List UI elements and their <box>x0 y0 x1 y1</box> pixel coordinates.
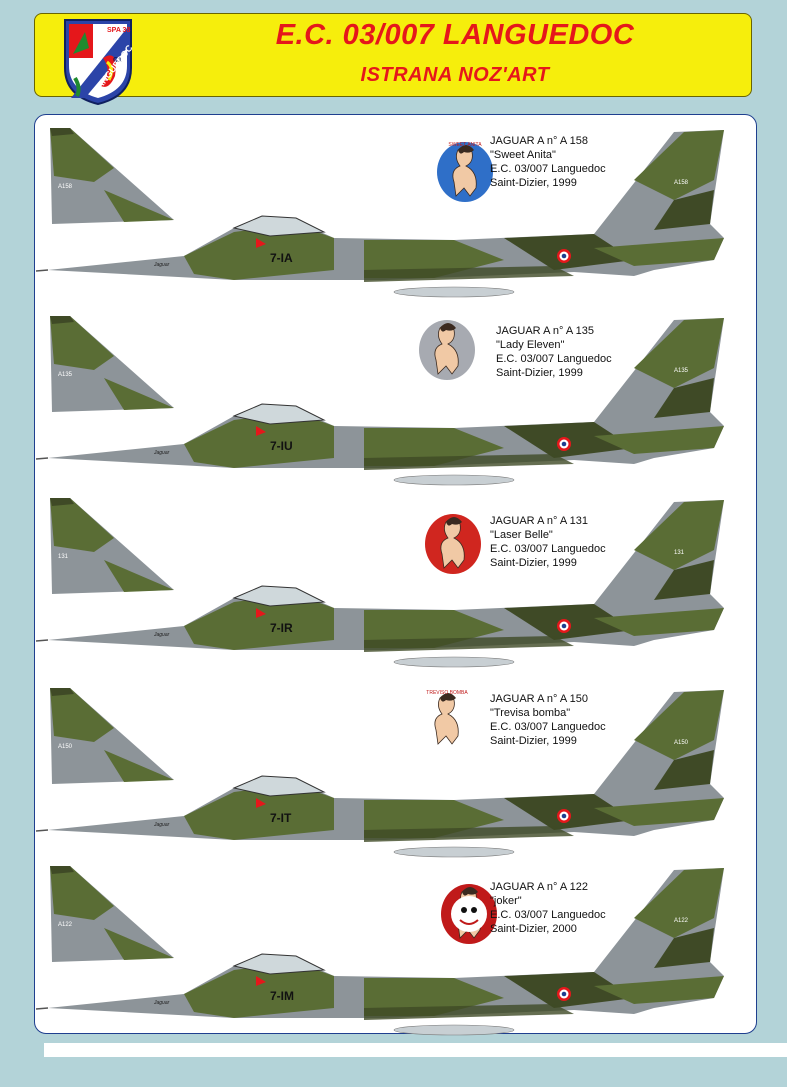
caption-line4: Saint-Dizier, 2000 <box>490 923 577 935</box>
page-subtitle: ISTRANA NOZ'ART <box>360 64 550 86</box>
caption-line4: Saint-Dizier, 1999 <box>496 367 583 379</box>
header-banner: SPA 38 C1 LANGUEDOC E.C. 03/007 LANGUEDO… <box>34 13 752 106</box>
jaguar-profile-3: 131 7-IR Jaguar 131 <box>35 498 724 668</box>
caption-line2: "Lady Eleven" <box>496 339 565 351</box>
aircraft-profile-4: A150 7-IT Jaguar A150 TREVI <box>34 680 757 860</box>
tail-fin-view: A158 <box>50 128 174 224</box>
fin-serial: A135 <box>58 372 73 378</box>
squadron-code: 7-IM <box>270 989 294 1003</box>
caption-line2: "Laser Belle" <box>490 529 553 541</box>
caption-line1: JAGUAR A n° A 131 <box>490 515 588 527</box>
caption-line3: E.C. 03/007 Languedoc <box>490 163 606 175</box>
nose-art-pinup-red-disc <box>418 508 488 578</box>
caption-line3: E.C. 03/007 Languedoc <box>490 721 606 733</box>
aircraft-profile-2: A135 7-IU Jaguar A135 JA <box>34 308 757 488</box>
svg-text:A122: A122 <box>674 918 689 924</box>
svg-text:Jaguar: Jaguar <box>153 822 170 828</box>
squadron-code: 7-IR <box>270 621 293 635</box>
svg-text:A158: A158 <box>674 180 689 186</box>
caption-line1: JAGUAR A n° A 158 <box>490 135 588 147</box>
aircraft-side-view: 7-IT Jaguar A150 <box>35 690 724 858</box>
nose-art-pinup-ribbon: TREVISO BOMBA <box>412 684 482 754</box>
fin-serial: A122 <box>58 922 73 928</box>
svg-text:131: 131 <box>674 550 685 556</box>
svg-text:Jaguar: Jaguar <box>153 262 170 268</box>
jaguar-profile-2: A135 7-IU Jaguar A135 <box>35 316 724 486</box>
aircraft-caption: JAGUAR A n° A 158 "Sweet Anita" E.C. 03/00… <box>490 134 606 190</box>
caption-line1: JAGUAR A n° A 122 <box>490 881 588 893</box>
svg-text:Jaguar: Jaguar <box>153 1000 170 1006</box>
caption-line2: "joker" <box>490 895 522 907</box>
caption-line3: E.C. 03/007 Languedoc <box>490 543 606 555</box>
svg-text:A150: A150 <box>674 740 689 746</box>
nose-art-pinup-grey-disc <box>412 314 482 384</box>
svg-text:TREVISO BOMBA: TREVISO BOMBA <box>426 690 468 696</box>
caption-line4: Saint-Dizier, 1999 <box>490 557 577 569</box>
tail-fin-view: A135 <box>50 316 174 412</box>
aircraft-profile-1: A158 7-IA Jaguar A158 SWEET <box>34 120 757 300</box>
squadron-code: 7-IT <box>270 811 292 825</box>
page-title: E.C. 03/007 LANGUEDOC <box>275 19 635 51</box>
svg-text:A135: A135 <box>674 368 689 374</box>
caption-line2: "Sweet Anita" <box>490 149 556 161</box>
tail-fin-view: A150 <box>50 688 174 784</box>
nose-art-joker-badge <box>434 878 504 948</box>
aircraft-caption: JAGUAR A n° A 135 "Lady Eleven" E.C. 03/00… <box>496 324 612 380</box>
svg-text:SWEET ANITA: SWEET ANITA <box>448 142 482 148</box>
aircraft-side-view: 7-IU Jaguar A135 <box>35 318 724 486</box>
squadron-code: 7-IU <box>270 439 293 453</box>
caption-line2: "Trevisa bomba" <box>490 707 571 719</box>
squadron-code: 7-IA <box>270 251 293 265</box>
caption-line4: Saint-Dizier, 1999 <box>490 735 577 747</box>
crest-side-text: C1 <box>113 57 122 64</box>
svg-text:Jaguar: Jaguar <box>153 450 170 456</box>
fin-serial: 131 <box>58 554 69 560</box>
crest-top-text: SPA 38 <box>107 27 130 34</box>
jaguar-profile-4: A150 7-IT Jaguar A150 <box>35 688 724 858</box>
jaguar-profile-5: A122 7-IM Jaguar A122 <box>35 866 724 1036</box>
aircraft-side-view: 7-IM Jaguar A122 <box>35 868 724 1036</box>
aircraft-side-view: 7-IA Jaguar A158 <box>35 130 724 298</box>
fin-serial: A158 <box>58 184 73 190</box>
caption-line4: Saint-Dizier, 1999 <box>490 177 577 189</box>
tail-fin-view: 131 <box>50 498 174 594</box>
nose-art-pinup-sitting-blue-disc: SWEET ANITA <box>430 136 500 206</box>
bottom-strip <box>44 1043 787 1057</box>
aircraft-caption: JAGUAR A n° A 131 "Laser Belle" E.C. 03/00… <box>490 514 606 570</box>
tail-fin-view: A122 <box>50 866 174 962</box>
aircraft-side-view: 7-IR Jaguar 131 <box>35 500 724 668</box>
aircraft-caption: JAGUAR A n° A 150 "Trevisa bomba" E.C. 03/… <box>490 692 606 748</box>
caption-line1: JAGUAR A n° A 135 <box>496 325 594 337</box>
fin-serial: A150 <box>58 744 73 750</box>
languedoc-crest-icon: SPA 38 C1 LANGUEDOC <box>64 19 133 106</box>
jaguar-profile-1: A158 7-IA Jaguar A158 <box>35 128 724 298</box>
aircraft-profile-3: 131 7-IR Jaguar 131 JAGU <box>34 490 757 670</box>
caption-line3: E.C. 03/007 Languedoc <box>496 353 612 365</box>
caption-line3: E.C. 03/007 Languedoc <box>490 909 606 921</box>
caption-line1: JAGUAR A n° A 150 <box>490 693 588 705</box>
svg-text:Jaguar: Jaguar <box>153 632 170 638</box>
aircraft-caption: JAGUAR A n° A 122 "joker" E.C. 03/007 Lan… <box>490 880 606 936</box>
aircraft-profile-5: A122 7-IM Jaguar A122 JA <box>34 858 757 1038</box>
